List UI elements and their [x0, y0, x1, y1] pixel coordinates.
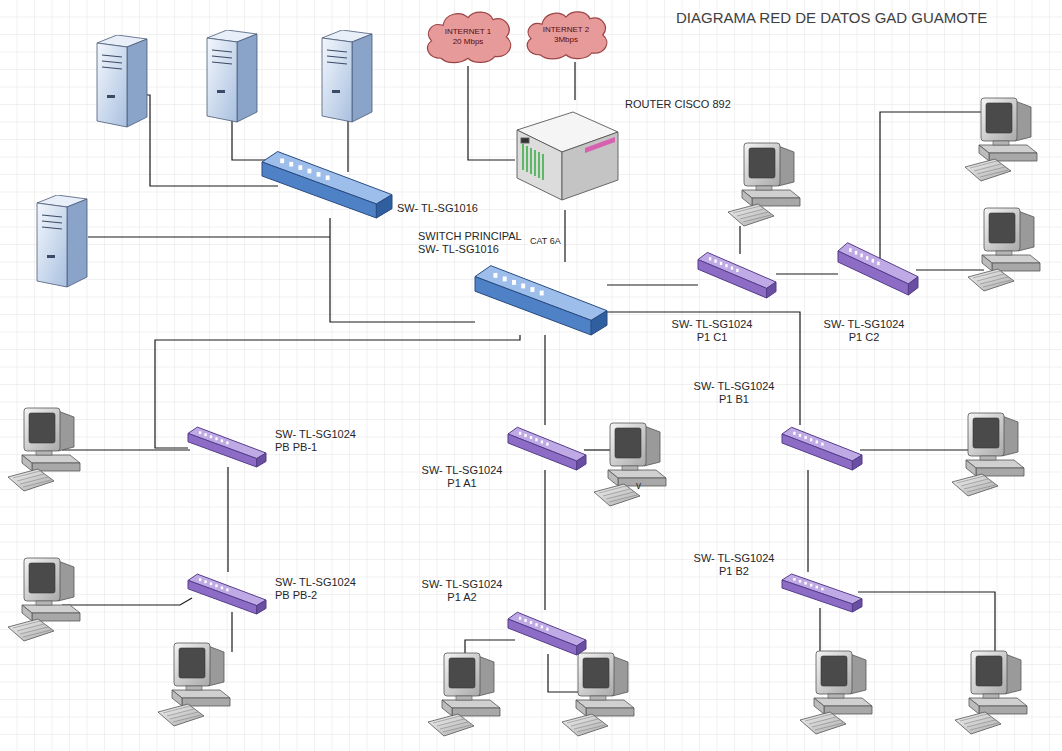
- device-label: ROUTER CISCO 892: [625, 98, 731, 111]
- network-cable: [607, 312, 800, 425]
- purple-outline: [508, 610, 586, 655]
- pc-icon: [158, 643, 230, 726]
- purple-outline: [188, 572, 266, 614]
- router-shape: [517, 112, 618, 200]
- blue-outline: [475, 262, 607, 335]
- switch-device: SW- TL-SG1024 P1 C2: [838, 240, 918, 295]
- pc-icon: [968, 208, 1040, 291]
- pc-icon: [562, 653, 634, 736]
- pc-icon: [800, 651, 872, 734]
- switch-device: SW- TL-SG1016: [262, 148, 392, 218]
- pc-wire: [860, 449, 968, 450]
- internet-cloud: INTERNET 2 3Mbps: [520, 8, 612, 62]
- pc-wire: [858, 592, 995, 652]
- cloud-shape: [428, 12, 511, 63]
- switch-shape: [508, 612, 586, 655]
- device-label: SW- TL-SG1024 P1 C2: [820, 318, 908, 344]
- device-label: SW- TL-SG1024 P1 A1: [418, 464, 506, 490]
- cloud-label: INTERNET 2 3Mbps: [541, 25, 591, 45]
- switch-shape: [782, 427, 862, 470]
- cable-label: CAT 6A: [529, 236, 562, 247]
- switch-shape: [838, 243, 918, 295]
- switch-shape: [508, 427, 586, 470]
- server-wire: [88, 236, 330, 237]
- pc-wire: [916, 269, 984, 270]
- purple-outline: [508, 425, 586, 470]
- switch-device: SW- TL-SG1024 PB PB-1: [188, 425, 266, 467]
- switch-device: SW- TL-SG1024 P1 B1: [782, 425, 862, 470]
- pc-icon: [965, 98, 1037, 181]
- pc-wire: [880, 112, 982, 262]
- server-wire: [347, 120, 348, 172]
- main-switch: SWITCH PRINCIPAL SW- TL-SG1016: [475, 262, 607, 335]
- purple-outline: [188, 425, 266, 467]
- pc-icon: [728, 143, 800, 226]
- network-cable: [564, 210, 565, 262]
- router-outline: [515, 100, 620, 210]
- server-icon: [97, 35, 147, 127]
- network-cable: [807, 470, 808, 572]
- pc-icon: [952, 413, 1024, 496]
- device-label: SW- TL-SG1016: [397, 202, 478, 215]
- internet-cloud: INTERNET 1 20 Mbps: [420, 8, 516, 66]
- server-icon: [207, 30, 257, 122]
- network-cable: [227, 467, 228, 572]
- server-icon: [37, 195, 87, 287]
- pc-icon: [8, 408, 80, 491]
- diagram-title: DIAGRAMA RED DE DATOS GAD GUAMOTE: [676, 9, 987, 27]
- device-label: SW- TL-SG1024 P1 C1: [668, 318, 756, 344]
- pc-wire: [62, 598, 192, 605]
- network-cable: [607, 284, 698, 285]
- network-cable: [468, 66, 515, 160]
- device-label: SW- TL-SG1024 P1 B2: [690, 552, 778, 578]
- pc-wire: [548, 654, 578, 692]
- switch-shape: [698, 252, 776, 298]
- switch-device: SW- TL-SG1024 P1 C1: [698, 250, 776, 298]
- switch-device: SW- TL-SG1024 P1 A1: [508, 425, 586, 470]
- pc-wire: [739, 226, 740, 254]
- router-device: ROUTER CISCO 892: [515, 100, 620, 210]
- purple-outline: [782, 572, 862, 612]
- device-label: SW- TL-SG1024 P1 B1: [690, 380, 778, 406]
- purple-outline: [782, 425, 862, 470]
- blue-outline: [262, 148, 392, 218]
- device-label: SW- TL-SG1024 PB PB-2: [275, 576, 363, 602]
- purple-outline: [698, 250, 776, 298]
- device-label: SWITCH PRINCIPAL SW- TL-SG1016: [418, 230, 528, 256]
- switch-shape: [188, 574, 266, 614]
- pc-icon: [955, 651, 1027, 734]
- switch-shape: [188, 427, 266, 467]
- network-cable: [574, 62, 575, 100]
- pc-wire: [819, 608, 820, 655]
- cloud-label: INTERNET 1 20 Mbps: [443, 27, 493, 47]
- switch-shape: [475, 266, 607, 335]
- device-label: SW- TL-SG1024 PB PB-1: [275, 428, 363, 454]
- network-cable: [544, 470, 545, 610]
- switch-device: SW- TL-SG1024 PB PB-2: [188, 572, 266, 614]
- network-cable: [544, 335, 545, 425]
- switch-device: SW- TL-SG1024 P1 B2: [782, 572, 862, 612]
- network-cable: [776, 273, 838, 274]
- switch-shape: [782, 574, 862, 612]
- pc-wire: [584, 449, 610, 450]
- pc-wire: [62, 449, 190, 450]
- pc-wire: [231, 612, 232, 652]
- switch-device: SW- TL-SG1024 P1 A2: [508, 610, 586, 655]
- switch-shape: [262, 152, 392, 219]
- cloud-shape: [527, 12, 607, 59]
- pc-icon: [594, 423, 666, 506]
- server-icon: [322, 30, 372, 122]
- device-label: SW- TL-SG1024 P1 A2: [418, 578, 506, 604]
- note-label: v: [636, 480, 641, 492]
- pc-icon: [428, 653, 500, 736]
- purple-outline: [838, 240, 918, 295]
- pc-icon: [8, 558, 80, 641]
